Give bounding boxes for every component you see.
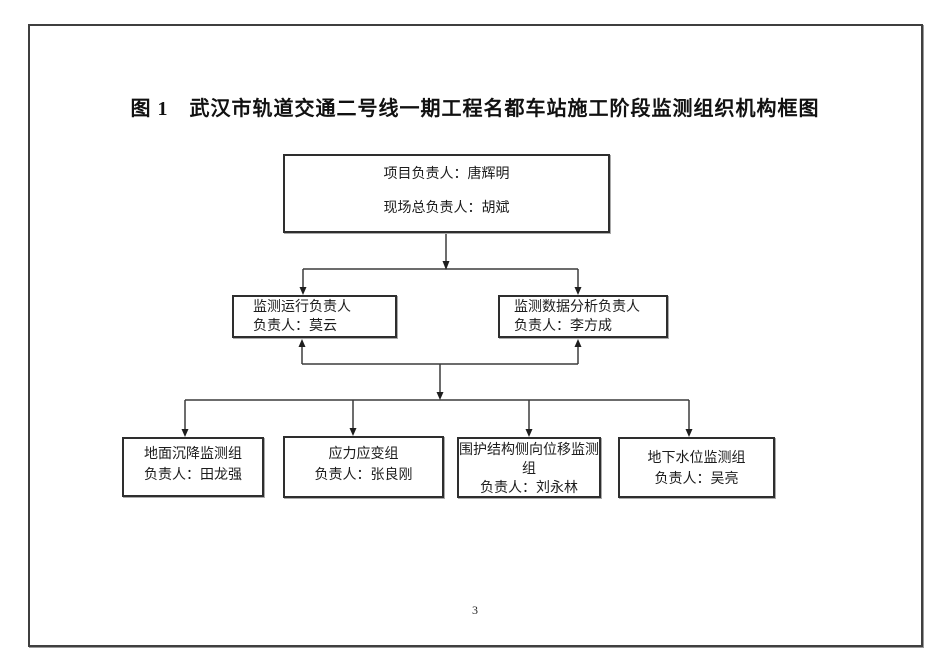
- arrowheads: [181, 261, 693, 437]
- node-line: 应力应变组: [328, 447, 399, 462]
- node-line: 负责人：李方成: [514, 319, 612, 334]
- node-groundwater-level-group: 地下水位监测组 负责人：吴亮: [618, 437, 775, 498]
- node-ground-settlement-group: 地面沉降监测组 负责人：田龙强: [122, 437, 264, 497]
- node-line: 负责人：刘永林: [480, 481, 578, 496]
- node-monitoring-operation-leader: 监测运行负责人 负责人：莫云: [232, 295, 397, 338]
- node-line: 项目负责人：唐辉明: [383, 167, 510, 182]
- node-line: 负责人：田龙强: [144, 468, 242, 483]
- page-border: [28, 24, 923, 647]
- node-stress-strain-group: 应力应变组 负责人：张良刚: [283, 436, 444, 498]
- node-line: 负责人：莫云: [253, 319, 337, 334]
- node-line: 现场总负责人：胡斌: [383, 201, 510, 216]
- node-line: 负责人：吴亮: [654, 472, 739, 487]
- node-lateral-displacement-group: 围护结构侧向位移监测 组 负责人：刘永林: [457, 437, 601, 498]
- page-number: 3: [472, 603, 478, 617]
- figure-title: 图 1 武汉市轨道交通二号线一期工程名都车站施工阶段监测组织机构框图: [130, 98, 820, 120]
- node-project-leader: 项目负责人：唐辉明 现场总负责人：胡斌: [283, 154, 610, 233]
- node-line: 围护结构侧向位移监测: [459, 443, 599, 458]
- node-line: 监测运行负责人: [253, 300, 351, 315]
- node-line: 地面沉降监测组: [144, 447, 242, 462]
- node-line: 组: [522, 462, 536, 477]
- node-line: 监测数据分析负责人: [514, 300, 640, 315]
- node-data-analysis-leader: 监测数据分析负责人 负责人：李方成: [498, 295, 668, 338]
- node-line: 负责人：张良刚: [314, 468, 413, 483]
- node-line: 地下水位监测组: [647, 451, 746, 466]
